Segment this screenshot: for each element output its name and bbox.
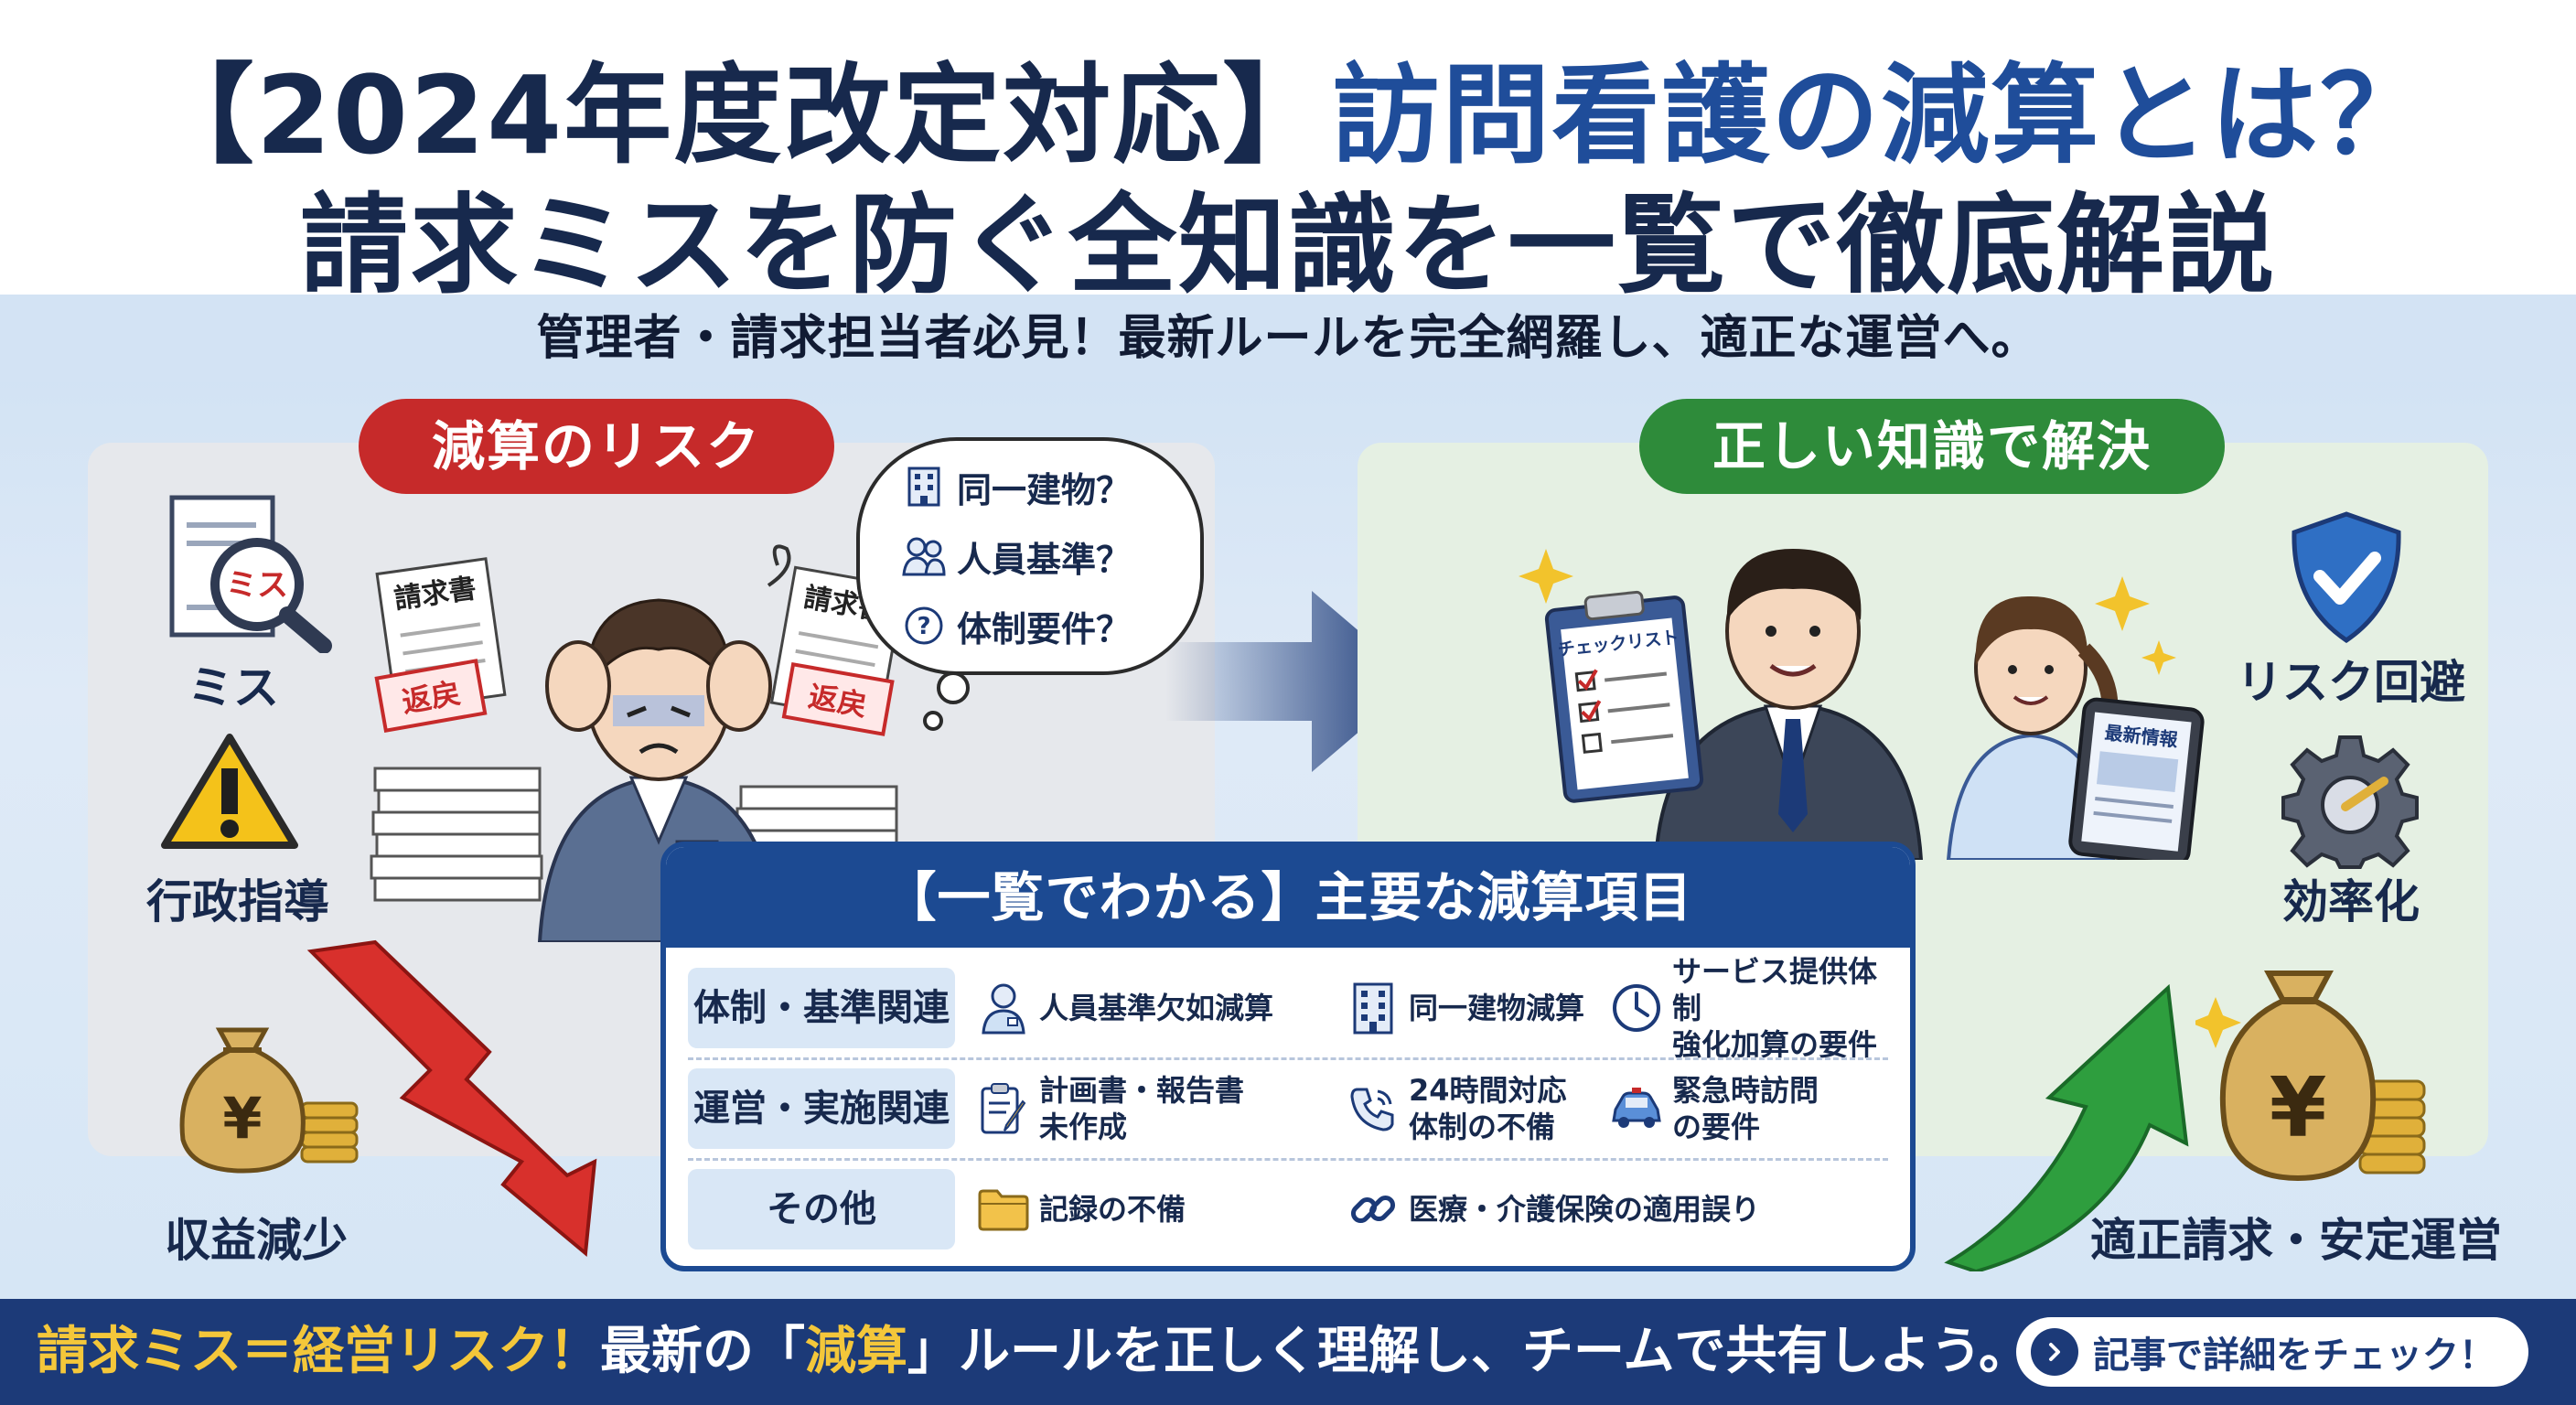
footer-text-1: 最新の「 bbox=[600, 1322, 805, 1381]
table-item: 記録の不備 bbox=[977, 1164, 1186, 1255]
transition-arrow bbox=[1165, 591, 1418, 772]
table-row: 体制・基準関連 人員基準欠如減算 同一建物減算 サービス提供体制 強化加算の要件 bbox=[688, 954, 1888, 1062]
item-text: サービス提供体制 強化加算の要件 bbox=[1672, 954, 1878, 1062]
stressed-staff-illustration: 請求書 請求書 返戻 返戻 bbox=[370, 544, 906, 942]
bubble-text-system: 体制要件？ bbox=[957, 608, 1132, 649]
efficiency-label: 効率化 bbox=[2282, 875, 2420, 928]
admin-guidance-label: 行政指導 bbox=[146, 875, 329, 928]
solution-heading: 正しい知識で解決 bbox=[1639, 399, 2225, 494]
professionals-illustration: チェックリスト 最新情報 bbox=[1519, 549, 2205, 860]
link-icon bbox=[1347, 1180, 1400, 1239]
read-article-label: 記事で詳細をチェック！ bbox=[2093, 1335, 2496, 1377]
item-text: 24時間対応 体制の不備 bbox=[1409, 1073, 1567, 1144]
bubble-row-building: 同一建物？ bbox=[902, 459, 1131, 514]
svg-text:¥: ¥ bbox=[222, 1085, 262, 1152]
svg-text:?: ? bbox=[917, 613, 930, 640]
decline-arrow bbox=[306, 939, 597, 1257]
title-area: 【2024年度改定対応】訪問看護の減算とは？ 請求ミスを防ぐ全知識を一覧で徹底解… bbox=[0, 0, 2576, 308]
item-text: 緊急時訪問 の要件 bbox=[1672, 1073, 1819, 1144]
chevron-right-icon bbox=[2031, 1328, 2078, 1376]
people-icon bbox=[902, 534, 946, 578]
row-divider bbox=[688, 1158, 1888, 1161]
table-item: 緊急時訪問 の要件 bbox=[1610, 1063, 1819, 1154]
table-item: 同一建物減算 bbox=[1347, 962, 1584, 1054]
svg-text:¥: ¥ bbox=[2270, 1060, 2327, 1156]
title-main: 訪問看護の減算とは？ bbox=[1332, 52, 2431, 178]
question-icon: ? bbox=[902, 604, 946, 648]
building-icon bbox=[1347, 979, 1400, 1037]
table-item: 計画書・報告書 未作成 bbox=[977, 1063, 1244, 1154]
item-text: 医療・介護保険の適用誤り bbox=[1409, 1192, 1761, 1227]
proper-billing-label: 適正請求・安定運営 bbox=[2090, 1214, 2502, 1267]
table-item: 人員基準欠如減算 bbox=[977, 962, 1273, 1054]
bubble-tail bbox=[923, 671, 970, 731]
building-icon bbox=[902, 465, 946, 509]
table-row: その他 記録の不備 医療・介護保険の適用誤り bbox=[688, 1164, 1888, 1255]
row-category: その他 bbox=[688, 1169, 955, 1249]
deduction-items-table: 【一覧でわかる】主要な減算項目 体制・基準関連 人員基準欠如減算 同一建物減算 … bbox=[660, 842, 1916, 1271]
car-icon bbox=[1610, 1079, 1663, 1138]
footer-highlight-2: 減算 bbox=[805, 1322, 907, 1381]
table-item: 医療・介護保険の適用誤り bbox=[1347, 1164, 1760, 1255]
footer-text-2: 」ルールを正しく理解し、チームで共有しよう。 bbox=[907, 1322, 2030, 1381]
item-text: 計画書・報告書 未作成 bbox=[1039, 1073, 1245, 1144]
growth-arrow bbox=[1944, 983, 2189, 1271]
title-line-2: 請求ミスを防ぐ全知識を一覧で徹底解説 bbox=[299, 182, 2276, 308]
bubble-text-building: 同一建物？ bbox=[957, 469, 1132, 510]
clock-icon bbox=[1610, 979, 1663, 1037]
mistake-label: ミス bbox=[188, 661, 279, 714]
title-bracket: 【2024年度改定対応】 bbox=[145, 52, 1333, 178]
footer-highlight-1: 請求ミス＝経営リスク！ bbox=[37, 1322, 600, 1381]
row-category: 体制・基準関連 bbox=[688, 968, 955, 1048]
thought-bubble: 同一建物？ 人員基準？ ? 体制要件？ bbox=[856, 437, 1204, 675]
money-bag-icon: ¥ bbox=[2195, 971, 2426, 1182]
bubble-row-staff: 人員基準？ bbox=[902, 529, 1131, 584]
magnifier-document-icon: ミス bbox=[169, 495, 332, 653]
table-item: サービス提供体制 強化加算の要件 bbox=[1610, 954, 1888, 1062]
title-line-1: 【2024年度改定対応】訪問看護の減算とは？ bbox=[0, 27, 2576, 184]
bubble-text-staff: 人員基準？ bbox=[957, 539, 1132, 580]
table-item: 24時間対応 体制の不備 bbox=[1347, 1063, 1567, 1154]
item-text: 人員基準欠如減算 bbox=[1039, 991, 1274, 1025]
row-divider bbox=[688, 1057, 1888, 1060]
revenue-decrease-label: 収益減少 bbox=[165, 1214, 348, 1267]
shield-check-icon bbox=[2292, 511, 2401, 644]
item-text: 同一建物減算 bbox=[1409, 991, 1585, 1025]
staff-icon bbox=[977, 979, 1030, 1037]
table-row: 運営・実施関連 計画書・報告書 未作成 24時間対応 体制の不備 緊急時訪問 の… bbox=[688, 1063, 1888, 1154]
subtitle: 管理者・請求担当者必見！最新ルールを完全網羅し、適正な運営へ。 bbox=[536, 311, 2040, 366]
bubble-row-system: ? 体制要件？ bbox=[902, 598, 1131, 653]
clipboard-pen-icon bbox=[977, 1079, 1030, 1138]
item-text: 記録の不備 bbox=[1039, 1192, 1186, 1227]
subtitle-band: 管理者・請求担当者必見！最新ルールを完全網羅し、適正な運営へ。 bbox=[0, 295, 2576, 382]
warning-icon bbox=[161, 734, 298, 849]
footer-message: 請求ミス＝経営リスク！最新の「減算」ルールを正しく理解し、チームで共有しよう。 bbox=[37, 1299, 2030, 1405]
phone-icon bbox=[1347, 1079, 1400, 1138]
risk-heading: 減算のリスク bbox=[359, 399, 834, 494]
folder-icon bbox=[977, 1180, 1030, 1239]
mistake-badge: ミス bbox=[226, 567, 288, 604]
table-title: 【一覧でわかる】主要な減算項目 bbox=[666, 847, 1910, 948]
money-bag-icon: ¥ bbox=[179, 1027, 359, 1174]
risk-avoidance-label: リスク回避 bbox=[2237, 656, 2465, 709]
row-category: 運営・実施関連 bbox=[688, 1068, 955, 1149]
gear-icon bbox=[2281, 735, 2419, 869]
read-article-button[interactable]: 記事で詳細をチェック！ bbox=[2016, 1317, 2528, 1387]
